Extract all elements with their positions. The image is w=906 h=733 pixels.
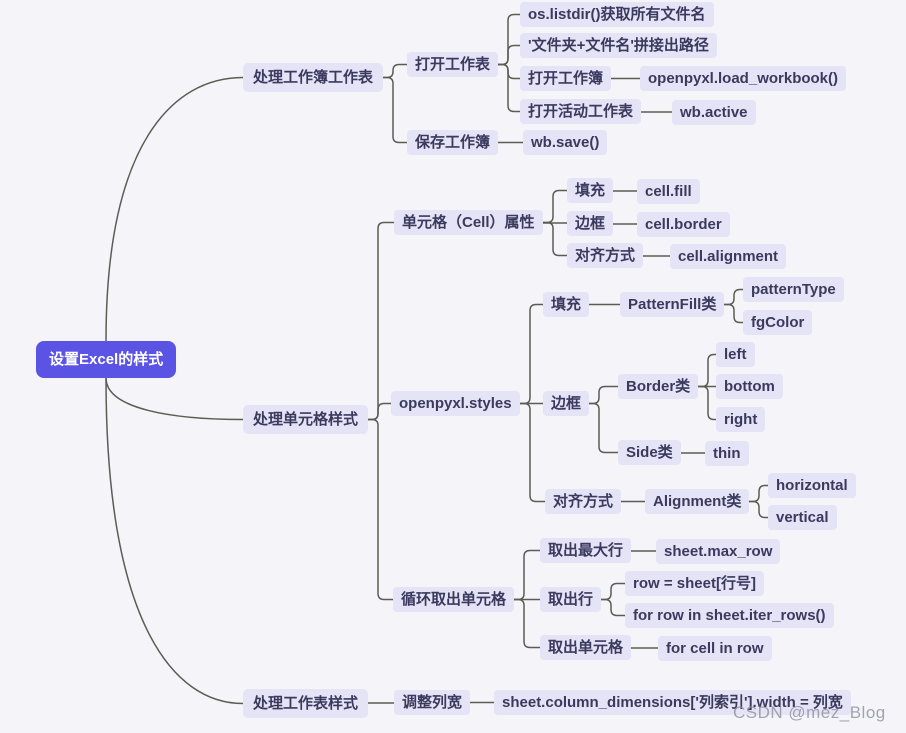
node-horizontal[interactable]: horizontal: [768, 473, 856, 498]
node-border-style[interactable]: 边框: [543, 391, 590, 416]
node-border-class[interactable]: Border类: [618, 374, 699, 399]
node-adjust-column-width[interactable]: 调整列宽: [394, 690, 471, 715]
node-border-attr[interactable]: 边框: [567, 211, 614, 236]
node-get-cell[interactable]: 取出单元格: [540, 635, 632, 660]
node-root-set-excel-style[interactable]: 设置Excel的样式: [36, 341, 177, 378]
node-vertical[interactable]: vertical: [768, 505, 837, 530]
node-open-workbook[interactable]: 打开工作簿: [520, 66, 612, 91]
node-wb-save[interactable]: wb.save(): [523, 130, 608, 155]
node-alignment-attr[interactable]: 对齐方式: [567, 243, 644, 268]
node-os-listdir[interactable]: os.listdir()获取所有文件名: [520, 2, 714, 27]
node-handle-sheet-style[interactable]: 处理工作表样式: [243, 689, 369, 718]
node-path-join[interactable]: '文件夹+文件名'拼接出路径: [520, 33, 717, 58]
node-patterntype[interactable]: patternType: [743, 277, 844, 302]
node-get-row[interactable]: 取出行: [540, 587, 602, 612]
node-fill-style[interactable]: 填充: [543, 292, 590, 317]
node-fgcolor[interactable]: fgColor: [743, 310, 813, 335]
node-border-bottom[interactable]: bottom: [716, 374, 783, 399]
node-open-worksheet[interactable]: 打开工作表: [407, 52, 499, 77]
node-column-dimensions-code[interactable]: sheet.column_dimensions['列索引'].width = 列…: [494, 690, 851, 715]
node-loop-cells[interactable]: 循环取出单元格: [393, 587, 515, 612]
node-row-sheet-index[interactable]: row = sheet[行号]: [625, 571, 764, 596]
node-iter-rows[interactable]: for row in sheet.iter_rows(): [625, 603, 834, 628]
node-sheet-max-row[interactable]: sheet.max_row: [656, 539, 781, 564]
node-alignment-style[interactable]: 对齐方式: [545, 489, 622, 514]
node-cell-fill[interactable]: cell.fill: [637, 179, 700, 204]
node-side-class[interactable]: Side类: [618, 440, 681, 465]
node-save-workbook[interactable]: 保存工作簿: [407, 130, 499, 155]
node-cell-alignment[interactable]: cell.alignment: [670, 244, 787, 269]
node-alignment-class[interactable]: Alignment类: [645, 489, 750, 514]
node-cell-in-row[interactable]: for cell in row: [658, 636, 772, 661]
node-cell-attributes[interactable]: 单元格（Cell）属性: [394, 210, 543, 235]
node-patternfill-class[interactable]: PatternFill类: [620, 292, 725, 317]
node-openpyxl-styles[interactable]: openpyxl.styles: [391, 391, 520, 416]
node-border-left[interactable]: left: [716, 342, 755, 367]
node-load-workbook[interactable]: openpyxl.load_workbook(): [640, 66, 847, 91]
node-thin[interactable]: thin: [705, 441, 749, 466]
node-wb-active[interactable]: wb.active: [672, 100, 756, 125]
node-get-max-row[interactable]: 取出最大行: [540, 538, 632, 563]
node-handle-cell-style[interactable]: 处理单元格样式: [243, 405, 369, 434]
node-handle-workbook-sheet[interactable]: 处理工作簿工作表: [243, 63, 384, 92]
node-cell-border[interactable]: cell.border: [637, 212, 730, 237]
node-fill-attr[interactable]: 填充: [567, 178, 614, 203]
node-open-active-sheet[interactable]: 打开活动工作表: [520, 99, 642, 124]
node-border-right[interactable]: right: [716, 407, 766, 432]
